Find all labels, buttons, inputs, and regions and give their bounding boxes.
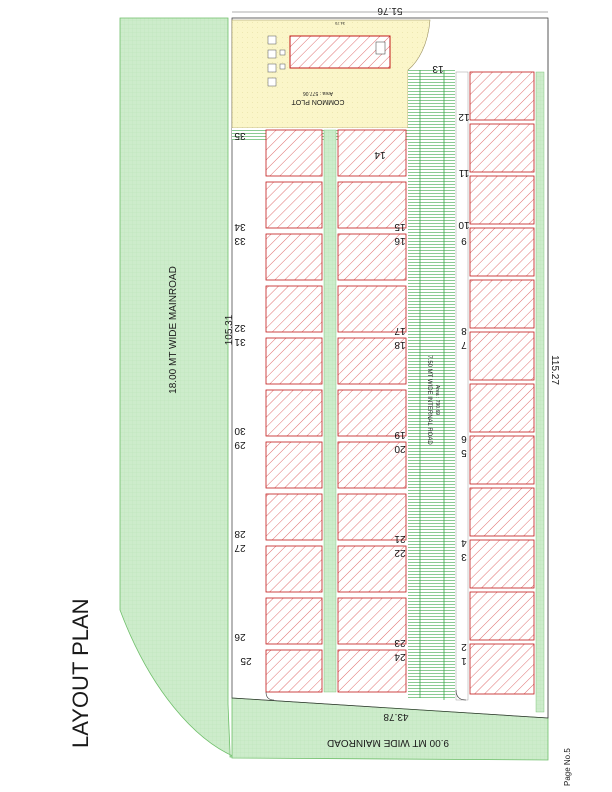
plot-inner [337, 597, 407, 645]
plot-number: 11 [458, 167, 469, 178]
plot-number: 34 [234, 221, 246, 232]
plot-number: 32 [234, 322, 246, 333]
plot-inner [337, 233, 407, 281]
plot-number: 19 [394, 429, 406, 440]
plot-inner [337, 441, 407, 489]
plot-right [469, 435, 535, 485]
plot-number: 35 [234, 130, 246, 141]
plot-right [469, 383, 535, 433]
plot-number: 21 [394, 533, 406, 544]
plot-outer [265, 597, 323, 645]
plot-number: 16 [394, 235, 406, 246]
plot-inner [337, 545, 407, 593]
plot-outer [265, 129, 323, 177]
plot-right [469, 487, 535, 537]
plot-inner [337, 129, 407, 177]
plot-number: 25 [240, 655, 252, 666]
plot-outer [265, 649, 323, 693]
plot-inner [337, 285, 407, 333]
plot-number: 12 [458, 111, 470, 122]
plot-outer [265, 181, 323, 229]
common-plot-area-label: Area : 577.06 [303, 90, 333, 96]
left-block-corner [265, 691, 275, 701]
plot-number: 30 [234, 425, 246, 436]
main-road-area [119, 17, 236, 758]
right-block-green-strip [535, 71, 545, 713]
page-number: Page No.5 [563, 748, 572, 786]
common-plot-label: COMMON PLOT [291, 98, 345, 105]
plot-number: 4 [461, 537, 467, 548]
plot-inner [337, 181, 407, 229]
common-plot-facility [375, 41, 386, 55]
left-outer-plots [265, 129, 323, 693]
plot-right [469, 591, 535, 641]
bottom-road-area [231, 697, 549, 761]
plot-number: 23 [394, 637, 406, 648]
left-inner-numbers: 14 15 16 17 18 19 20 21 22 23 24 [374, 149, 406, 662]
plot-number: 9 [461, 235, 467, 246]
plot-outer [265, 545, 323, 593]
plot-outer [265, 493, 323, 541]
plot-number: 31 [234, 336, 246, 347]
plot-right [469, 227, 535, 277]
plot-number: 24 [394, 651, 406, 662]
plot-number: 29 [234, 439, 246, 450]
plot-inner [337, 649, 407, 693]
plot-number: 8 [461, 325, 467, 336]
plot-inner [337, 493, 407, 541]
plot-number: 26 [234, 631, 246, 642]
plot-right [469, 175, 535, 225]
plot-outer [265, 233, 323, 281]
main-road-label: 18.00 MT WIDE MAINROAD [168, 266, 179, 394]
plot-number: 7 [461, 339, 467, 350]
page-title: LAYOUT PLAN [68, 598, 93, 748]
right-block-plots [469, 71, 535, 695]
left-dimension: 105.31 [224, 314, 235, 345]
plot-right [469, 71, 535, 121]
plot-number: 22 [394, 547, 406, 558]
plot-outer [265, 389, 323, 437]
bottom-road-label: 9.00 MT WIDE MAINROAD [327, 737, 449, 748]
plot-number: 5 [461, 447, 467, 458]
common-width-dimension: 34.70 [334, 21, 345, 26]
plot-number: 1 [461, 655, 467, 666]
common-plot-building [289, 35, 391, 69]
right-block-corner [455, 689, 467, 701]
left-outer-numbers: 35 34 33 32 31 30 29 28 27 26 25 [234, 130, 252, 666]
plot-outer [265, 337, 323, 385]
plot-number: 14 [374, 149, 386, 160]
plot-right [469, 539, 535, 589]
plot-number: 10 [458, 219, 470, 230]
left-inner-plots [337, 129, 407, 693]
internal-road-label: 7.50 MT WIDE INTERNAL ROAD [426, 355, 432, 445]
plot-inner [337, 337, 407, 385]
plot-number: 28 [234, 528, 246, 539]
right-block-front-margin [455, 71, 469, 701]
plot-right [469, 123, 535, 173]
plot-number: 2 [461, 641, 467, 652]
plot-number: 18 [394, 339, 406, 350]
plot-number: 6 [461, 433, 467, 444]
plot-right [469, 331, 535, 381]
plot-number: 33 [234, 235, 246, 246]
plot-outer [265, 285, 323, 333]
right-block-numbers: 13 12 11 10 9 8 7 6 5 4 3 2 1 [432, 63, 470, 666]
plot-number: 15 [394, 221, 406, 232]
right-dimension: 115.27 [549, 355, 560, 385]
common-plot-amenities [267, 35, 286, 87]
plot-number: 20 [394, 443, 406, 454]
top-dimension: 51.76 [377, 5, 402, 16]
bottom-dimension: 43.78 [383, 711, 408, 722]
internal-road-area: Area : 790.69 [434, 385, 440, 415]
plot-number: 3 [461, 551, 467, 562]
plot-right [469, 643, 535, 695]
plot-number: 13 [432, 63, 444, 74]
left-block-green-strip [323, 129, 337, 693]
plot-right [469, 279, 535, 329]
plot-outer [265, 441, 323, 489]
plot-number: 17 [394, 325, 406, 336]
plot-number: 27 [234, 542, 246, 553]
plot-inner [337, 389, 407, 437]
